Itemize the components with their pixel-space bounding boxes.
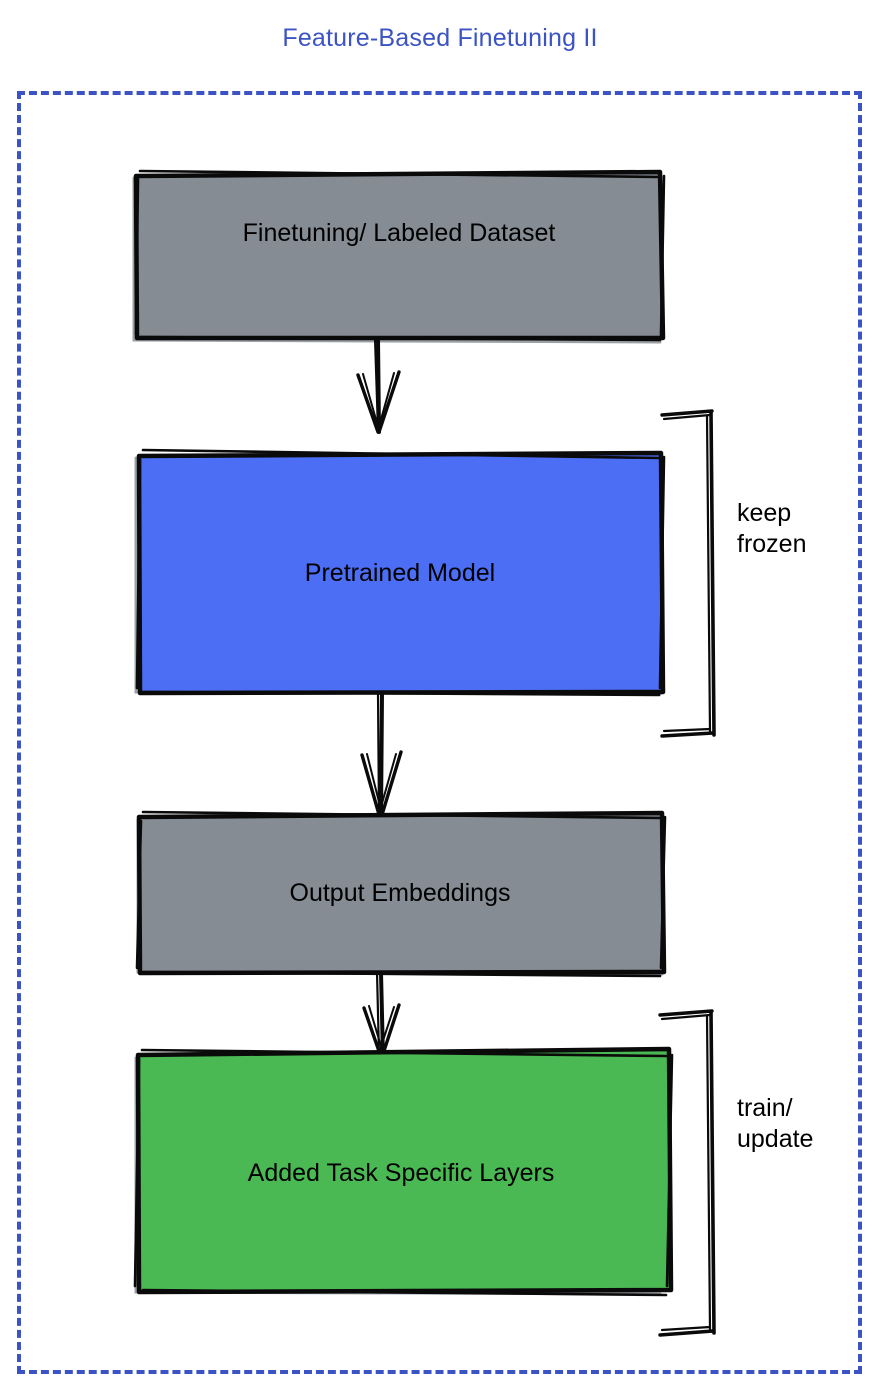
annotation-train-update: train/ update xyxy=(737,1094,814,1154)
node-label-output-embeddings: Output Embeddings xyxy=(289,879,511,907)
node-label-finetuning-dataset: Finetuning/ Labeled Dataset xyxy=(242,219,556,247)
annotation-keep-frozen: keep frozen xyxy=(737,499,807,559)
page-title: Feature-Based Finetuning II xyxy=(282,24,598,52)
diagram-outer-frame xyxy=(17,91,862,1374)
node-label-pretrained-model: Pretrained Model xyxy=(304,559,496,587)
node-label-added-task-layers: Added Task Specific Layers xyxy=(247,1159,555,1187)
